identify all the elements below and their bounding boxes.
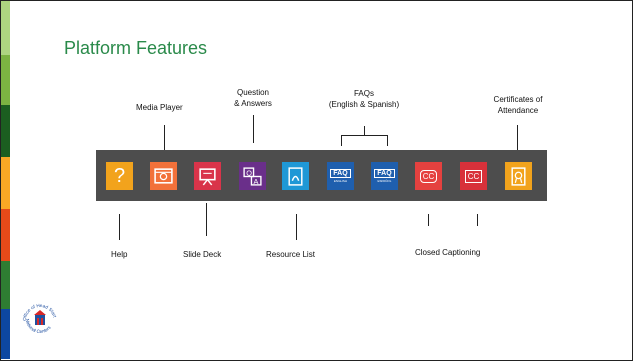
closed-caption-icon: CC: [419, 169, 438, 183]
label-certificates: Certificates of Attendance: [478, 94, 558, 116]
faq-bracket-stem: [364, 126, 365, 135]
connector-media-player: [164, 125, 165, 151]
svg-text:Q: Q: [246, 168, 252, 177]
connector-cc-2: [477, 214, 478, 226]
accent-stripe: [1, 105, 10, 157]
label-qa-line2: & Answers: [234, 99, 272, 108]
label-qa: Question & Answers: [228, 87, 278, 109]
pdf-icon: [288, 166, 303, 186]
closed-caption-icon: CC: [464, 169, 483, 183]
faq-english-sub: ENGLISH: [333, 179, 348, 183]
accent-stripe: [1, 55, 10, 105]
help-button[interactable]: ?: [106, 162, 133, 190]
label-help: Help: [111, 250, 128, 259]
connector-resource-list: [296, 214, 297, 240]
faq-bracket-bar: [341, 135, 388, 136]
cc-button-1[interactable]: CC: [415, 162, 442, 190]
faq-bracket-left: [341, 135, 342, 146]
resource-list-button[interactable]: [282, 162, 309, 190]
label-qa-line1: Question: [236, 88, 270, 97]
cc-button-2[interactable]: CC: [460, 162, 487, 190]
label-closed-captioning: Closed Captioning: [415, 248, 481, 257]
question-mark-icon: ?: [113, 164, 126, 187]
faq-english-button[interactable]: FAQ ENGLISH: [327, 162, 354, 190]
connector-help: [119, 214, 120, 240]
accent-stripe: [1, 157, 10, 209]
certificate-button[interactable]: [505, 162, 532, 190]
faq-spanish-sub: ESPAÑOL: [377, 179, 392, 183]
slide-deck-button[interactable]: [194, 162, 221, 190]
faq-icon: FAQ: [330, 169, 351, 178]
accent-stripe: [1, 1, 10, 55]
question-answer-icon: QA: [243, 166, 262, 185]
accent-stripe: [1, 309, 10, 359]
connector-cc-1: [428, 214, 429, 226]
media-player-icon: [154, 167, 173, 184]
accent-stripe: [1, 209, 10, 261]
connector-qa: [253, 115, 254, 143]
accent-stripe: [1, 261, 10, 309]
faq-bracket-right: [387, 135, 388, 146]
label-faqs-line1: FAQs: [353, 89, 374, 98]
label-media-player: Media Player: [136, 103, 183, 112]
ohs-logo: Office of Head Start National Centers: [22, 303, 58, 334]
faq-spanish-button[interactable]: FAQ ESPAÑOL: [371, 162, 398, 190]
certificate-icon: [511, 166, 526, 186]
faq-icon: FAQ: [374, 169, 395, 178]
label-resource-list: Resource List: [266, 250, 315, 259]
label-cert-line1: Certificates of: [493, 95, 543, 104]
label-faqs-line2: (English & Spanish): [328, 100, 400, 109]
label-slide-deck: Slide Deck: [183, 250, 222, 259]
label-cert-line2: Attendance: [497, 106, 539, 115]
connector-slide-deck: [206, 203, 207, 236]
connector-certificates: [517, 125, 518, 151]
slide-title: Platform Features: [64, 38, 208, 58]
svg-text:A: A: [254, 176, 259, 185]
media-player-button[interactable]: [150, 162, 177, 190]
label-faqs: FAQs (English & Spanish): [325, 88, 403, 110]
presentation-icon: [199, 167, 216, 185]
